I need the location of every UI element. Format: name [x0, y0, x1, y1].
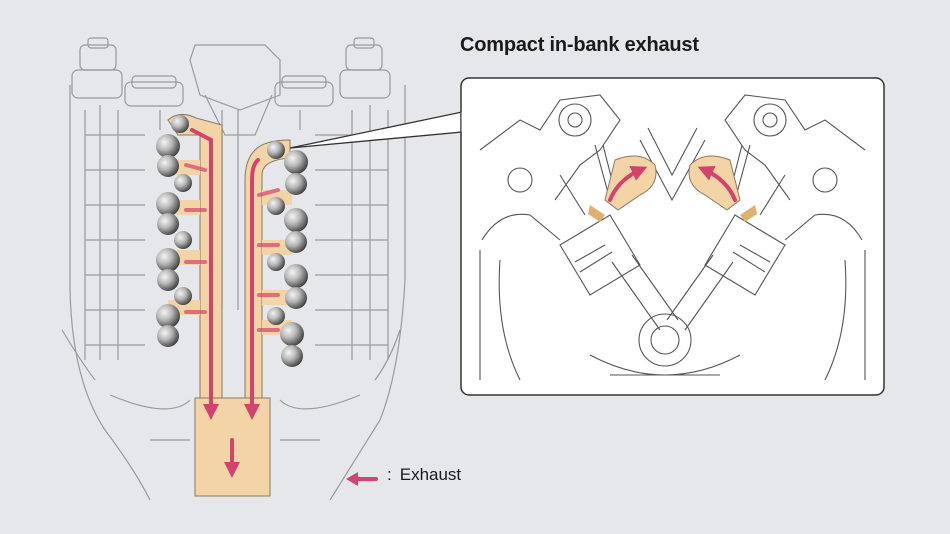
detail-panel — [460, 77, 885, 396]
legend: : Exhaust — [345, 465, 461, 485]
legend-separator: : — [387, 465, 392, 484]
diagram-title: Compact in-bank exhaust — [460, 34, 699, 56]
left-bank-valves — [156, 115, 192, 347]
right-bank-valves — [267, 141, 308, 367]
legend-arrow — [346, 472, 378, 486]
exhaust-flow-arrows — [184, 128, 280, 478]
engine-block-outline — [61, 37, 406, 501]
legend-label: Exhaust — [399, 465, 462, 484]
callout-pointer — [289, 111, 463, 149]
